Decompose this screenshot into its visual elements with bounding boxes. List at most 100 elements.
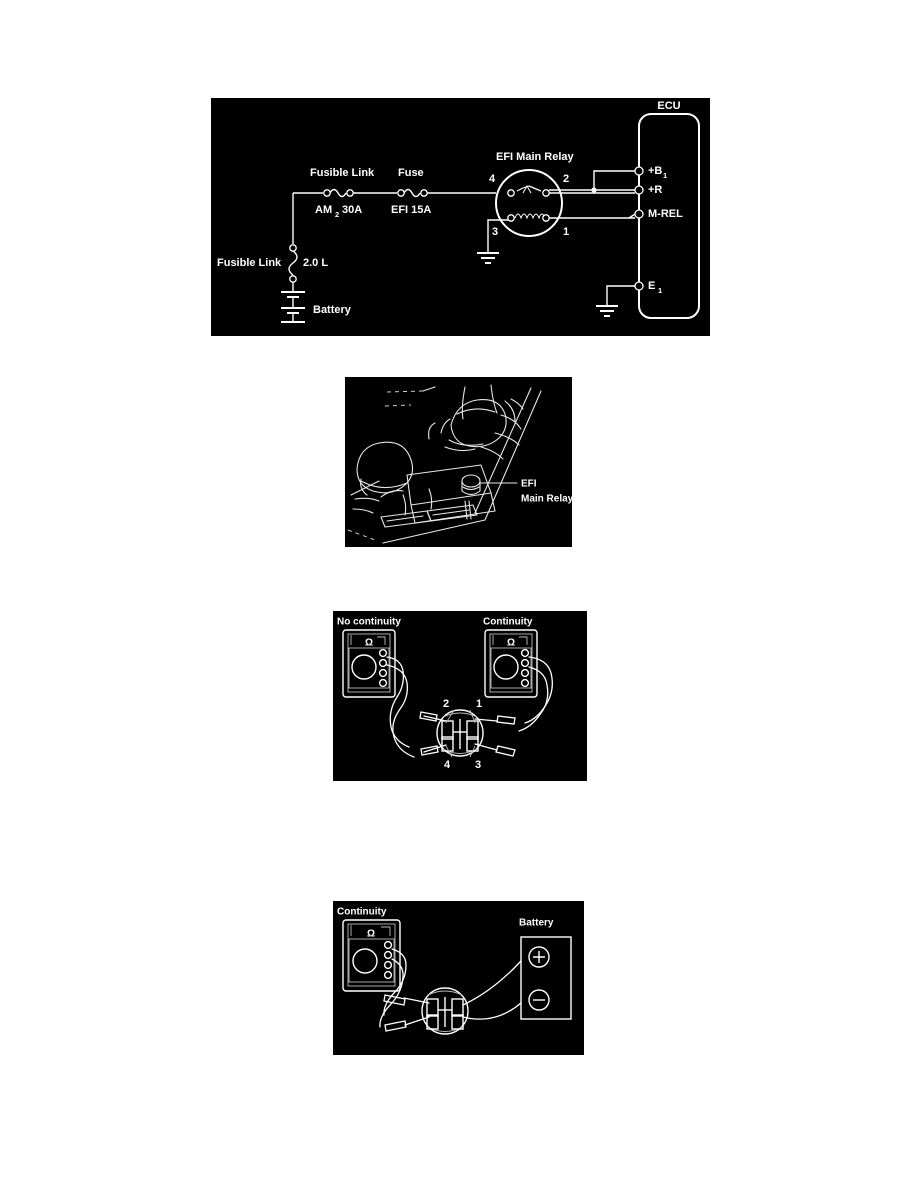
engine-component-top-rib	[456, 408, 496, 415]
relay-location-panel: EFI Main Relay	[345, 377, 572, 547]
relay-socket-outline	[436, 709, 484, 757]
continuity-check-panel: No continuity Ω Continuity Ω	[333, 611, 587, 781]
bracket-3	[444, 446, 476, 452]
relay-socket-top-rim	[442, 712, 478, 718]
ohmmeter-right-jack-1	[520, 648, 530, 658]
relay-pin4-label: 4	[489, 173, 496, 185]
relay-switch-arm	[528, 185, 542, 192]
relay-coil-pin1	[542, 214, 550, 222]
lead-right-upper	[524, 656, 553, 724]
socket-pin3-label: 3	[475, 759, 481, 771]
relay-terminal-upper-left	[426, 998, 439, 1017]
terminal-b1-node	[634, 166, 644, 176]
battery-label: Battery	[519, 918, 554, 929]
efi-main-relay-body	[461, 480, 481, 496]
engine-component-top-base	[448, 439, 484, 446]
battery-check-panel: Continuity Ω Battery	[333, 901, 584, 1055]
probe-left-lower-handle	[420, 745, 439, 756]
ohmmeter-left-jack-1	[378, 648, 388, 658]
am2-subscript: 2	[335, 210, 339, 219]
ohmmeter-body	[342, 919, 401, 992]
ohmmeter-right-jack-3	[520, 668, 530, 678]
battery-cable-negative	[462, 1002, 522, 1020]
socket-pin4-label: 4	[444, 759, 451, 771]
ohmmeter-left-face	[347, 633, 391, 693]
relay-terminal-lower-left	[426, 1014, 439, 1030]
efi-rating-label: EFI 15A	[391, 204, 431, 216]
ohmmeter-right-corner	[519, 636, 528, 645]
battery-positive-post	[528, 946, 550, 968]
relay-location-svg: EFI Main Relay	[347, 384, 572, 544]
battery-negative-post	[528, 989, 550, 1011]
harness-branch-2	[510, 398, 524, 410]
relay-terminal-1	[466, 720, 479, 740]
no-continuity-label: No continuity	[337, 617, 401, 628]
fender-diagonal-edge	[484, 390, 542, 521]
air-duct-left	[461, 386, 466, 420]
ohmmeter-jack-1	[383, 940, 393, 950]
pin1-leader	[469, 709, 476, 724]
ecu-label: ECU	[657, 100, 680, 112]
probe-left-upper-handle	[419, 711, 438, 722]
fuse-clip-mid	[428, 488, 433, 510]
fusible-link-20l-node-bottom	[289, 275, 297, 283]
relay-label: EFI Main Relay	[496, 151, 575, 163]
relay-pin3-label: 3	[492, 226, 498, 238]
fusible-link-am2-node-left	[323, 189, 331, 197]
am2-rating-label: AM	[315, 204, 332, 216]
relay-terminal-upper-right	[451, 998, 464, 1017]
reservoir-base	[360, 480, 408, 489]
hose-dashed-1	[386, 390, 424, 393]
socket-pin2-label: 2	[443, 698, 449, 710]
pin2-leader	[445, 709, 455, 724]
fusible-link-20l-symbol	[288, 250, 298, 276]
terminal-b1-label: +B	[648, 165, 662, 177]
lead-right-lower	[518, 666, 549, 732]
relay-contact-pin4	[507, 189, 515, 197]
terminal-e1-node	[634, 281, 644, 291]
relay-socket-top-rim	[427, 990, 463, 996]
relay-body	[495, 169, 563, 237]
fuse-strip-2-line	[432, 509, 470, 516]
fender-diagonal-inner	[474, 387, 532, 514]
wiring-diagram-svg: ECU +B 1 +R M-REL E 1 Fusible Link Fuse …	[217, 100, 700, 323]
am2-amp-label: 30A	[342, 204, 362, 216]
fuse-strip-1	[380, 510, 432, 528]
terminal-mrel-label: M-REL	[648, 208, 683, 220]
ohmmeter-jack-3	[383, 960, 393, 970]
terminal-e1-label: E	[648, 280, 655, 292]
relay-box-edge-left	[410, 504, 416, 524]
probe-right-lower-handle	[495, 745, 516, 757]
body-lower-edge	[382, 519, 486, 544]
ohmmeter-jack-2	[383, 950, 393, 960]
pin4-leader	[445, 745, 453, 758]
relay-terminal-4	[441, 736, 454, 752]
ohmmeter-right-face	[489, 633, 533, 693]
lead-left-lower	[386, 664, 415, 758]
ohm-symbol-right: Ω	[507, 638, 515, 649]
battery-case	[520, 936, 572, 1020]
reservoir-hose	[350, 480, 380, 496]
engine-component-top	[450, 399, 507, 448]
harness-branch-4	[494, 432, 520, 446]
probe-upper-handle	[383, 994, 406, 1006]
ohm-symbol: Ω	[367, 929, 375, 940]
relay-pin2-label: 2	[563, 173, 569, 185]
battery-continuity-label: Continuity	[337, 907, 387, 918]
terminal-e1-subscript: 1	[658, 286, 662, 295]
ohmmeter-right-jack-2	[520, 658, 530, 668]
pin3-ground-wire	[487, 219, 508, 253]
ohmmeter-right-jack-4	[520, 678, 530, 688]
battery-cable-positive	[462, 960, 522, 1006]
relay-socket-outline	[421, 987, 469, 1035]
continuity-check-svg: No continuity Ω Continuity Ω	[337, 617, 553, 771]
fuse-efi-node-right	[420, 189, 428, 197]
low-hose-1	[354, 497, 380, 502]
body-edge-dashed	[347, 529, 376, 541]
harness-branch-5	[480, 446, 504, 460]
battery-plus-glyph	[533, 951, 545, 963]
relay-callout-line1: EFI	[521, 479, 537, 490]
hose-tip-1	[422, 386, 436, 392]
fuse-strip-1-line	[386, 515, 424, 522]
ohmmeter-scale-corner	[381, 926, 391, 936]
